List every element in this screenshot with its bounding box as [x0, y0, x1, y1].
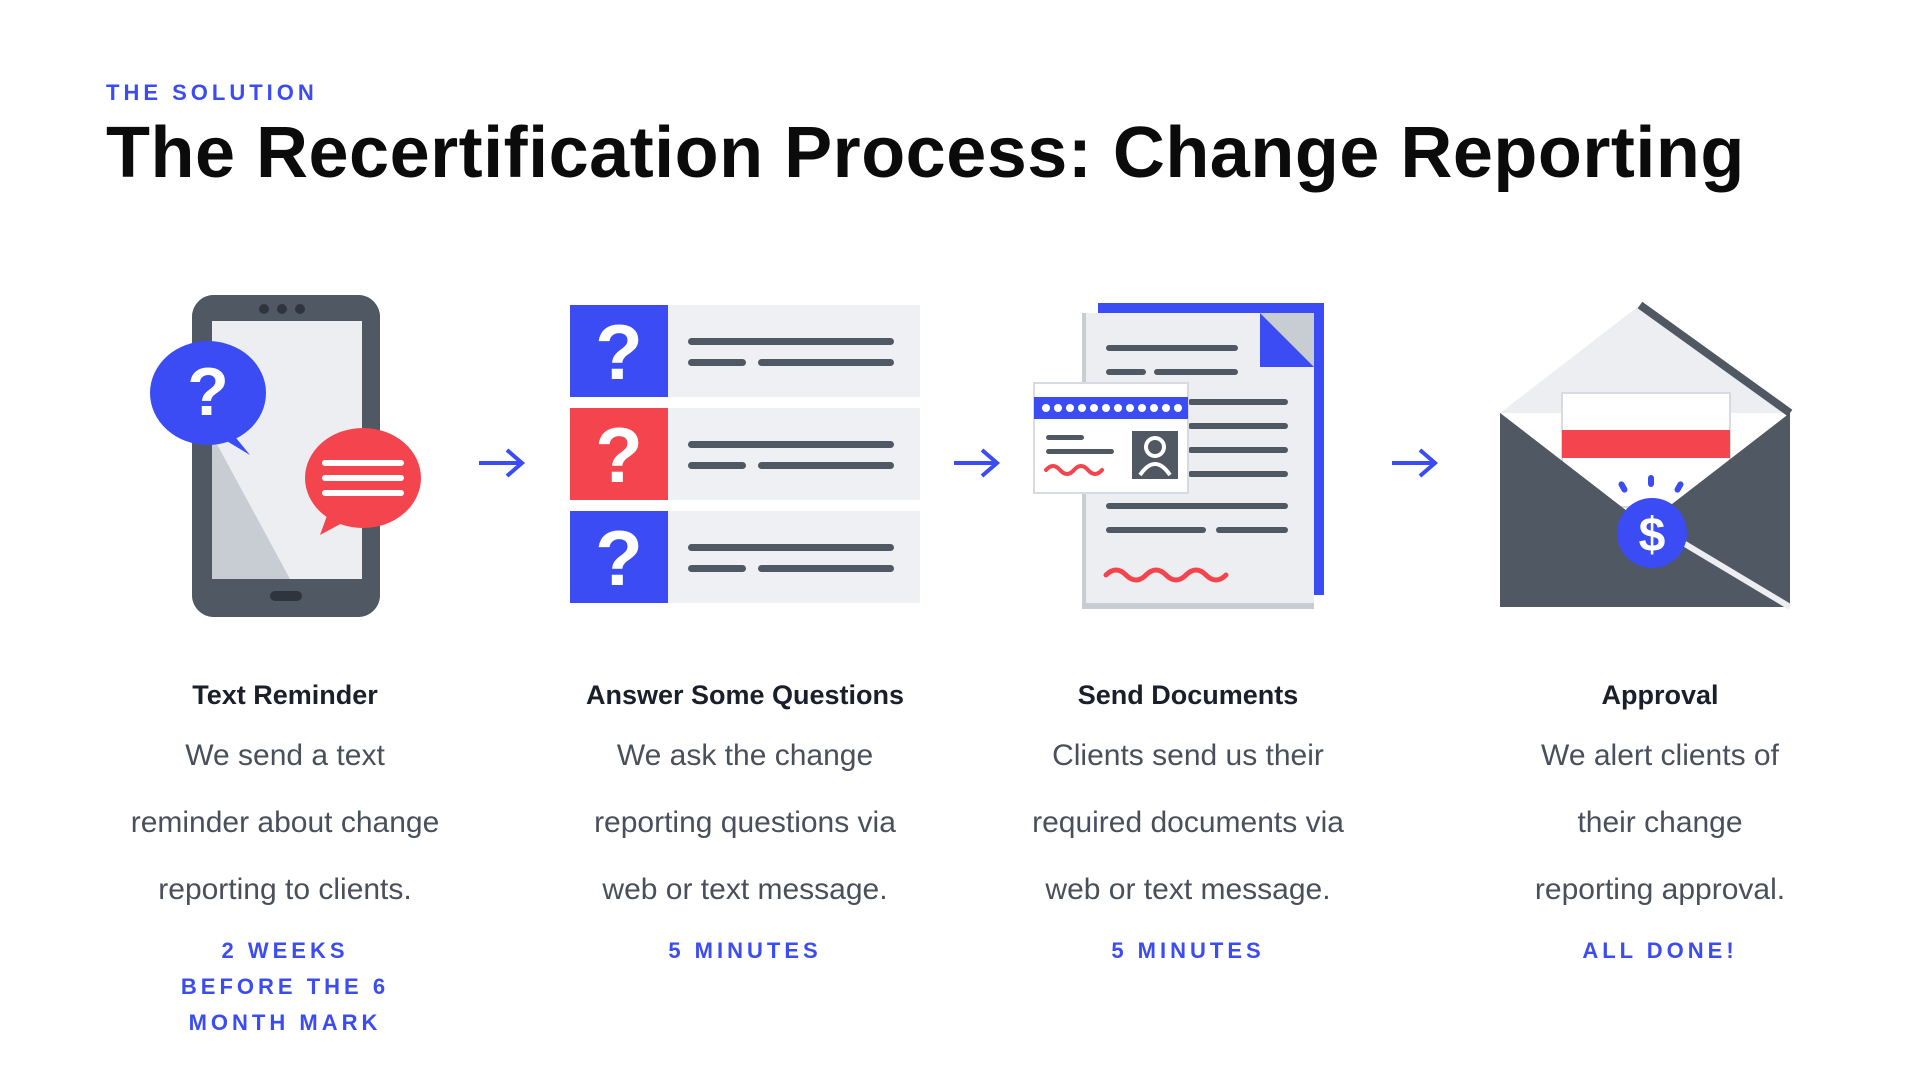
- description-line: We alert clients of: [1541, 739, 1779, 772]
- step-description: We send a text reminder about change rep…: [90, 722, 480, 923]
- envelope-dollar-icon: $: [1490, 285, 1810, 620]
- step-title: Text Reminder: [192, 680, 378, 710]
- step-duration: 5 MINUTES: [550, 933, 940, 969]
- description-line: their change: [1577, 806, 1743, 839]
- step-approval: Approval We alert clients of their chang…: [1465, 678, 1855, 969]
- step-description: We ask the change reporting questions vi…: [550, 722, 940, 923]
- step-duration: 2 WEEKS BEFORE THE 6 MONTH MARK: [90, 933, 480, 1041]
- duration-line: 5 MINUTES: [668, 938, 822, 963]
- duration-line: 2 WEEKS: [221, 938, 349, 963]
- arrow-right-icon: [479, 448, 526, 478]
- svg-text:$: $: [1639, 509, 1666, 562]
- step-title: Send Documents: [1077, 680, 1299, 710]
- description-line: web or text message.: [1045, 873, 1331, 906]
- description-line: We ask the change: [616, 739, 874, 772]
- duration-line: BEFORE THE 6: [180, 974, 390, 999]
- description-line: reporting approval.: [1534, 873, 1786, 906]
- svg-text:?: ?: [595, 411, 643, 499]
- eyebrow-label: THE SOLUTION: [106, 80, 318, 105]
- step-duration: 5 MINUTES: [993, 933, 1383, 969]
- description-line: web or text message.: [602, 873, 888, 906]
- question-list-icon: ? ? ?: [570, 285, 920, 620]
- page-title: The Recertification Process: Change Repo…: [106, 113, 1745, 193]
- step-answer-questions: Answer Some Questions We ask the change …: [550, 678, 940, 969]
- description-line: reminder about change: [130, 806, 440, 839]
- step-send-documents: Send Documents Clients send us their req…: [993, 678, 1383, 969]
- description-line: required documents via: [1032, 806, 1344, 839]
- description-line: We send a text: [185, 739, 385, 772]
- svg-text:?: ?: [595, 308, 643, 396]
- phone-chat-icon: ?: [140, 285, 440, 630]
- step-duration: ALL DONE!: [1465, 933, 1855, 969]
- step-text-reminder: Text Reminder We send a text reminder ab…: [90, 678, 480, 1041]
- duration-line: MONTH MARK: [188, 1010, 382, 1035]
- step-title: Approval: [1601, 680, 1719, 710]
- step-description: Clients send us their required documents…: [993, 722, 1383, 923]
- svg-text:?: ?: [187, 354, 229, 430]
- step-description: We alert clients of their change reporti…: [1465, 722, 1855, 923]
- description-line: reporting questions via: [594, 806, 896, 839]
- duration-line: 5 MINUTES: [1111, 938, 1265, 963]
- description-line: Clients send us their: [1052, 739, 1324, 772]
- duration-line: ALL DONE!: [1582, 938, 1738, 963]
- arrow-right-icon: [954, 448, 1001, 478]
- arrow-right-icon: [1392, 448, 1439, 478]
- svg-text:?: ?: [595, 514, 643, 602]
- document-id-icon: [1030, 285, 1340, 620]
- description-line: reporting to clients.: [158, 873, 412, 906]
- step-title: Answer Some Questions: [585, 680, 905, 710]
